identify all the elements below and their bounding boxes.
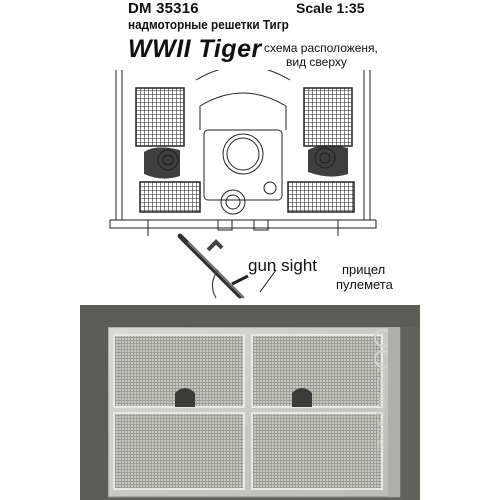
etched-grille-lower-left <box>113 412 245 490</box>
tiger-engine-deck-drawing <box>109 70 377 299</box>
grille-front-right <box>303 87 353 147</box>
gun-sight-leader-line <box>259 269 277 293</box>
page-title: WWII Tiger <box>128 35 262 63</box>
gun-sight-detail <box>177 233 249 299</box>
grille-rear-left <box>139 181 201 213</box>
grille-rear-right <box>287 181 355 213</box>
subtitle-ru: надмоторные решетки Тигр <box>128 17 289 32</box>
etched-grille-lower-right <box>251 412 383 490</box>
photo-etch-fret <box>80 305 420 500</box>
etched-grille-upper-right <box>251 334 383 408</box>
layout-note-line1: схема расположеня, <box>264 41 378 55</box>
scale-label: Scale 1:35 <box>296 0 365 16</box>
layout-note-line2: вид сверху <box>286 55 347 69</box>
fret-marking: 35316 Tiger Gr.1a <box>376 361 387 450</box>
product-code: DM 35316 <box>128 0 199 17</box>
grille-front-left <box>135 87 185 147</box>
gun-sight-label: gun sight <box>248 256 317 275</box>
fret-photo-art <box>80 305 420 500</box>
gun-sight-label-ru-line2: пулемета <box>336 277 393 292</box>
gun-sight-label-ru-line1: прицел <box>342 262 386 277</box>
